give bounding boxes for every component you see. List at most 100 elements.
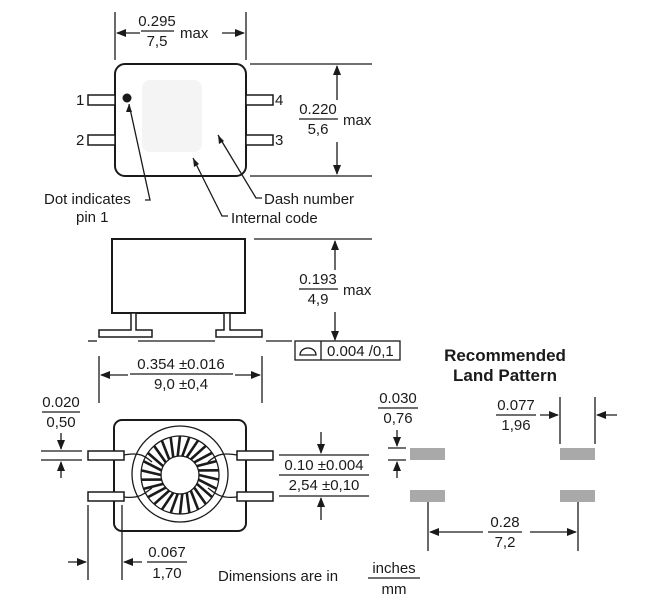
winding-turn bbox=[196, 459, 217, 468]
winding-turn bbox=[197, 478, 218, 490]
callout-dot-line2: pin 1 bbox=[76, 209, 109, 226]
pin-label-4: 4 bbox=[275, 92, 283, 109]
leader-arrowhead bbox=[126, 104, 132, 112]
pitch-mm: 2,54 ±0,10 bbox=[289, 477, 360, 494]
pad-width-inches: 0.077 bbox=[497, 397, 535, 414]
winding-turn bbox=[198, 473, 220, 481]
leader-internal bbox=[192, 157, 228, 217]
lead-width-inches: 0.020 bbox=[42, 394, 80, 411]
pin-2 bbox=[87, 134, 116, 146]
pad-height-mm: 0,76 bbox=[383, 410, 412, 427]
profile-of-surface-icon bbox=[299, 347, 317, 356]
lead-width-mm: 0,50 bbox=[46, 414, 75, 431]
width-inches: 0.295 bbox=[138, 13, 176, 30]
winding-turn bbox=[160, 492, 175, 511]
bottom-lead-2 bbox=[87, 491, 125, 502]
pad-height-inches: 0.030 bbox=[379, 390, 417, 407]
width-max: max bbox=[180, 25, 209, 42]
land-pattern: Recommended Land Pattern 0.030 0,76 0.07… bbox=[378, 346, 617, 551]
wire bbox=[123, 453, 153, 463]
land-pad bbox=[560, 448, 595, 460]
wire bbox=[207, 487, 238, 499]
units-mm: mm bbox=[382, 581, 407, 598]
units-note-text: Dimensions are in bbox=[218, 568, 338, 585]
side-height-mm: 4,9 bbox=[308, 291, 329, 308]
bottom-lead-3 bbox=[236, 491, 274, 502]
length-mm: 9,0 ±0,4 bbox=[154, 376, 208, 393]
top-view: 0.295 7,5 max 1 2 4 3 0.220 5,6 max Dot … bbox=[44, 12, 372, 227]
units-inches: inches bbox=[372, 560, 415, 577]
units-note: Dimensions are in inches mm bbox=[218, 560, 420, 598]
pad-width-mm: 1,96 bbox=[501, 417, 530, 434]
winding-turn bbox=[195, 482, 213, 499]
bottom-lead-1 bbox=[87, 450, 125, 461]
span-inches: 0.28 bbox=[490, 514, 519, 531]
length-inches: 0.354 ±0.016 bbox=[137, 356, 224, 373]
winding-turn bbox=[143, 482, 164, 491]
winding-turn bbox=[142, 460, 163, 472]
callout-dash-number: Dash number bbox=[264, 191, 354, 208]
winding-turn bbox=[189, 444, 207, 461]
winding-turn bbox=[160, 440, 171, 460]
component-body-side bbox=[111, 238, 246, 314]
winding-turn bbox=[176, 435, 182, 457]
side-lead-left bbox=[98, 312, 153, 338]
winding-turn bbox=[185, 492, 191, 514]
lead-length-mm: 1,70 bbox=[152, 565, 181, 582]
bottom-view: 0.020 0,50 0.10 ±0.004 2,54 ±0,10 0.067 … bbox=[41, 394, 369, 582]
callout-internal-code: Internal code bbox=[231, 210, 318, 227]
winding-turn bbox=[153, 445, 167, 464]
callout-dot-line1: Dot indicates bbox=[44, 191, 131, 208]
land-pad bbox=[410, 448, 445, 460]
toroid-outer-ring bbox=[131, 425, 229, 523]
side-height-inches: 0.193 bbox=[299, 271, 337, 288]
land-pad bbox=[410, 490, 445, 502]
side-view: 0.193 4,9 max 0.004 /0,1 0.354 ±0.016 9,… bbox=[88, 238, 401, 403]
winding-turn bbox=[169, 436, 175, 458]
lead-length-inches: 0.067 bbox=[148, 544, 186, 561]
component-body-bottom bbox=[113, 419, 247, 532]
height-mm: 5,6 bbox=[308, 121, 329, 138]
leader-arrowhead bbox=[193, 158, 199, 167]
land-pad bbox=[560, 490, 595, 502]
pin-label-2: 2 bbox=[76, 132, 84, 149]
winding-turn bbox=[193, 486, 207, 505]
leader-dot bbox=[128, 103, 151, 201]
pin-4 bbox=[245, 94, 274, 106]
winding-turn bbox=[185, 439, 200, 458]
toroid-windings bbox=[140, 435, 220, 515]
winding-turn bbox=[147, 486, 167, 499]
marking-area bbox=[142, 80, 202, 152]
land-pattern-title-1: Recommended bbox=[444, 346, 566, 365]
pin-3 bbox=[245, 134, 274, 146]
pin-label-1: 1 bbox=[76, 92, 84, 109]
width-mm: 7,5 bbox=[147, 33, 168, 50]
pin-1 bbox=[87, 94, 116, 106]
pin-label-3: 3 bbox=[275, 132, 283, 149]
winding-turn bbox=[140, 469, 162, 477]
component-body-top bbox=[114, 63, 247, 177]
side-height-max: max bbox=[343, 282, 372, 299]
height-max: max bbox=[343, 112, 372, 129]
pitch-inches: 0.10 ±0.004 bbox=[284, 457, 363, 474]
winding-turn bbox=[169, 493, 179, 514]
side-lead-right bbox=[215, 312, 263, 338]
height-inches: 0.220 bbox=[299, 101, 337, 118]
coplanarity-value: 0.004 /0,1 bbox=[327, 343, 394, 360]
span-mm: 7,2 bbox=[495, 534, 516, 551]
land-pattern-title-2: Land Pattern bbox=[453, 366, 557, 385]
leader-dash bbox=[217, 134, 262, 199]
winding-turn bbox=[178, 493, 184, 515]
pin1-dot bbox=[122, 93, 132, 103]
winding-turn bbox=[181, 436, 191, 457]
coplanarity-frame bbox=[294, 340, 401, 361]
winding-turn bbox=[193, 451, 213, 464]
wire bbox=[123, 487, 153, 499]
bottom-lead-4 bbox=[236, 450, 274, 461]
winding-turn bbox=[147, 451, 165, 468]
winding-turn bbox=[153, 489, 171, 506]
winding-turn bbox=[189, 490, 200, 510]
wire bbox=[207, 453, 238, 463]
leader-arrowhead bbox=[218, 135, 224, 144]
